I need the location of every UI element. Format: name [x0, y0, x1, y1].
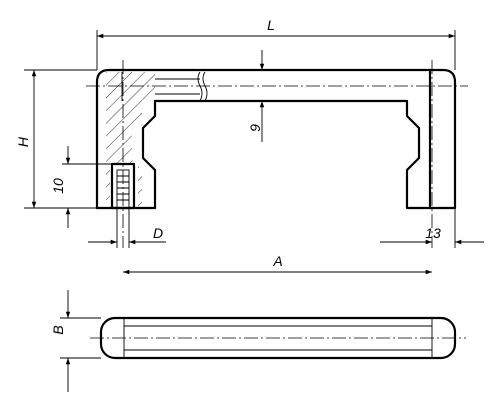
dim-10-label: 10: [50, 178, 66, 194]
handle-outer-contour: [95, 68, 457, 210]
right-leg-inner-profile: [405, 99, 457, 210]
front-view: [86, 60, 468, 248]
grip-break-line-2: [202, 71, 208, 102]
dim-B-label: B: [50, 325, 66, 334]
dim-L-label: L: [267, 17, 275, 33]
dim-D-label: D: [153, 225, 163, 241]
grip-break-line: [197, 71, 203, 102]
dim-13-label: 13: [425, 225, 441, 241]
left-leg-inner-profile: [141, 99, 157, 210]
dim-H-label: H: [15, 136, 31, 147]
dimensions: L H 9 10 D 13 A: [15, 17, 484, 275]
dim-9-label: 9: [247, 124, 263, 132]
top-view: B: [50, 290, 466, 392]
dim-A-label: A: [272, 253, 282, 269]
